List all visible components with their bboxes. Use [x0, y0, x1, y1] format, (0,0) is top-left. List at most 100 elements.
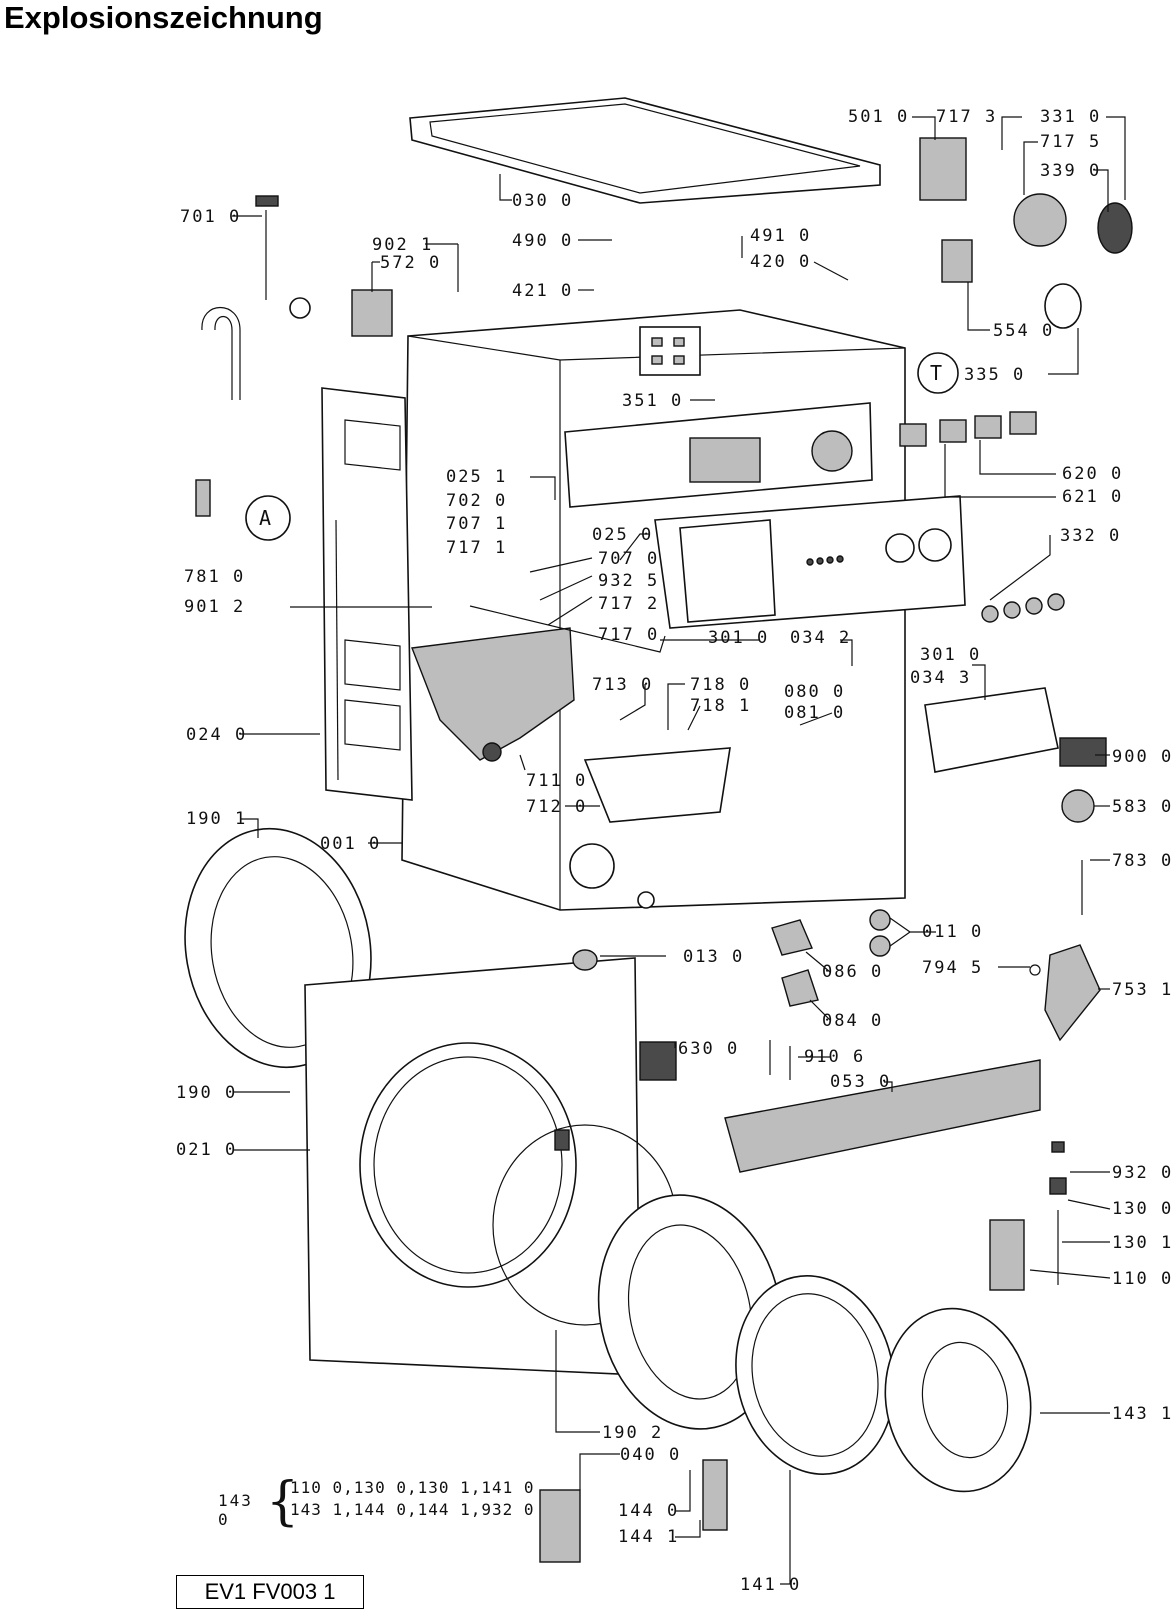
label-0840: 084 0: [822, 1011, 883, 1031]
label-7175: 717 5: [1040, 132, 1101, 152]
label-6210: 621 0: [1062, 487, 1123, 507]
hinge-040: [539, 1489, 581, 1563]
label-7810: 781 0: [184, 567, 245, 587]
top-cover: [409, 97, 881, 204]
label-0251: 025 1: [446, 467, 507, 487]
label-1902: 190 2: [602, 1423, 663, 1443]
label-7130: 713 0: [592, 675, 653, 695]
label-3510: 351 0: [622, 391, 683, 411]
switch-4: [1009, 411, 1037, 435]
label-7020: 702 0: [446, 491, 507, 511]
label-1300: 130 0: [1112, 1199, 1173, 1219]
label-5010: 501 0: [848, 107, 909, 127]
foot-011-a: [869, 909, 891, 931]
dispenser-drawer: [583, 747, 731, 823]
timer-disc: [1013, 193, 1067, 247]
bracket-900: [1059, 737, 1107, 767]
label-7531: 753 1: [1112, 980, 1173, 1000]
timer-unit: [919, 137, 967, 201]
label-7173: 717 3: [936, 107, 997, 127]
label-4900: 490 0: [512, 231, 573, 251]
label-6200: 620 0: [1062, 464, 1123, 484]
selector-knob: [1044, 283, 1082, 329]
label-0810: 081 0: [784, 703, 845, 723]
foot-013: [572, 949, 598, 971]
label-0800: 080 0: [784, 682, 845, 702]
label-1100: 110 0: [1112, 1269, 1173, 1289]
callout-a-circle: [245, 495, 291, 541]
page-title: Explosionszeichnung: [4, 0, 323, 35]
switch-2: [939, 419, 967, 443]
label-0210: 021 0: [176, 1140, 237, 1160]
label-9012: 901 2: [184, 597, 245, 617]
hinge-144: [702, 1459, 728, 1531]
door-lock: [639, 1041, 677, 1081]
label-4210: 421 0: [512, 281, 573, 301]
label-0300: 030 0: [512, 191, 573, 211]
handle-110: [989, 1219, 1025, 1291]
clamp-086: [771, 919, 813, 956]
drain-hose: [201, 307, 241, 400]
label-1410: 141 0: [740, 1575, 801, 1595]
label-1441: 144 1: [618, 1527, 679, 1547]
label-0250: 025 0: [592, 525, 653, 545]
back-panel: [321, 387, 413, 801]
drawing-code-box: EV1 FV003 1: [176, 1575, 364, 1609]
label-1900: 190 0: [176, 1083, 237, 1103]
label-7070: 707 0: [598, 549, 659, 569]
clamp-084: [781, 969, 819, 1007]
hose-end: [195, 479, 211, 517]
switch-1: [899, 423, 927, 447]
label-9106: 910 6: [804, 1047, 865, 1067]
pressure-switch: [1061, 789, 1095, 823]
label-0240: 024 0: [186, 725, 247, 745]
set-number: 143 0: [218, 1491, 253, 1529]
label-4910: 491 0: [750, 226, 811, 246]
label-9325: 932 5: [598, 571, 659, 591]
label-7945: 794 5: [922, 958, 983, 978]
callout-t: T: [930, 361, 942, 385]
label-0010: 001 0: [320, 834, 381, 854]
label-3390: 339 0: [1040, 161, 1101, 181]
label-5540: 554 0: [993, 321, 1054, 341]
label-0530: 053 0: [830, 1072, 891, 1092]
component-753: [1044, 944, 1101, 1042]
label-0130: 013 0: [683, 947, 744, 967]
label-1431: 143 1: [1112, 1404, 1173, 1424]
label-0400: 040 0: [620, 1445, 681, 1465]
label-7170: 717 0: [598, 625, 659, 645]
kickplate: [724, 1059, 1041, 1173]
switch-3: [974, 415, 1002, 439]
label-6300: 630 0: [678, 1039, 739, 1059]
label-7171: 717 1: [446, 538, 507, 558]
label-0342: 034 2: [790, 628, 851, 648]
label-7180: 718 0: [690, 675, 751, 695]
timer-knob: [1097, 202, 1133, 254]
label-3310: 331 0: [1040, 107, 1101, 127]
button-panel-301: [924, 687, 1059, 773]
leader-lines: [232, 116, 1126, 1585]
callout-t-circle: [917, 352, 959, 394]
label-7010: 701 0: [180, 207, 241, 227]
callout-a: A: [259, 506, 271, 530]
label-0860: 086 0: [822, 962, 883, 982]
label-3320: 332 0: [1060, 526, 1121, 546]
label-4200: 420 0: [750, 252, 811, 272]
dispenser-housing: [411, 627, 575, 761]
label-1301: 130 1: [1112, 1233, 1173, 1253]
part-labels: 030 0 701 0 902 1 572 0 490 0 491 0 420 …: [176, 107, 1173, 1595]
label-1440: 144 0: [618, 1501, 679, 1521]
cabinet-hole-left: [569, 843, 615, 889]
label-9320: 932 0: [1112, 1163, 1173, 1183]
clip-130: [1049, 1177, 1067, 1195]
label-0110: 011 0: [922, 922, 983, 942]
label-3010-b: 301 0: [920, 645, 981, 665]
front-panel-opening: [359, 1042, 577, 1288]
label-0343: 034 3: [910, 668, 971, 688]
set-line-2: 143 1,144 0,144 1,932 0: [290, 1500, 535, 1519]
label-7172: 717 2: [598, 594, 659, 614]
label-7830: 783 0: [1112, 851, 1173, 871]
label-1901: 190 1: [186, 809, 247, 829]
outer-door-ring: [884, 1307, 1032, 1493]
